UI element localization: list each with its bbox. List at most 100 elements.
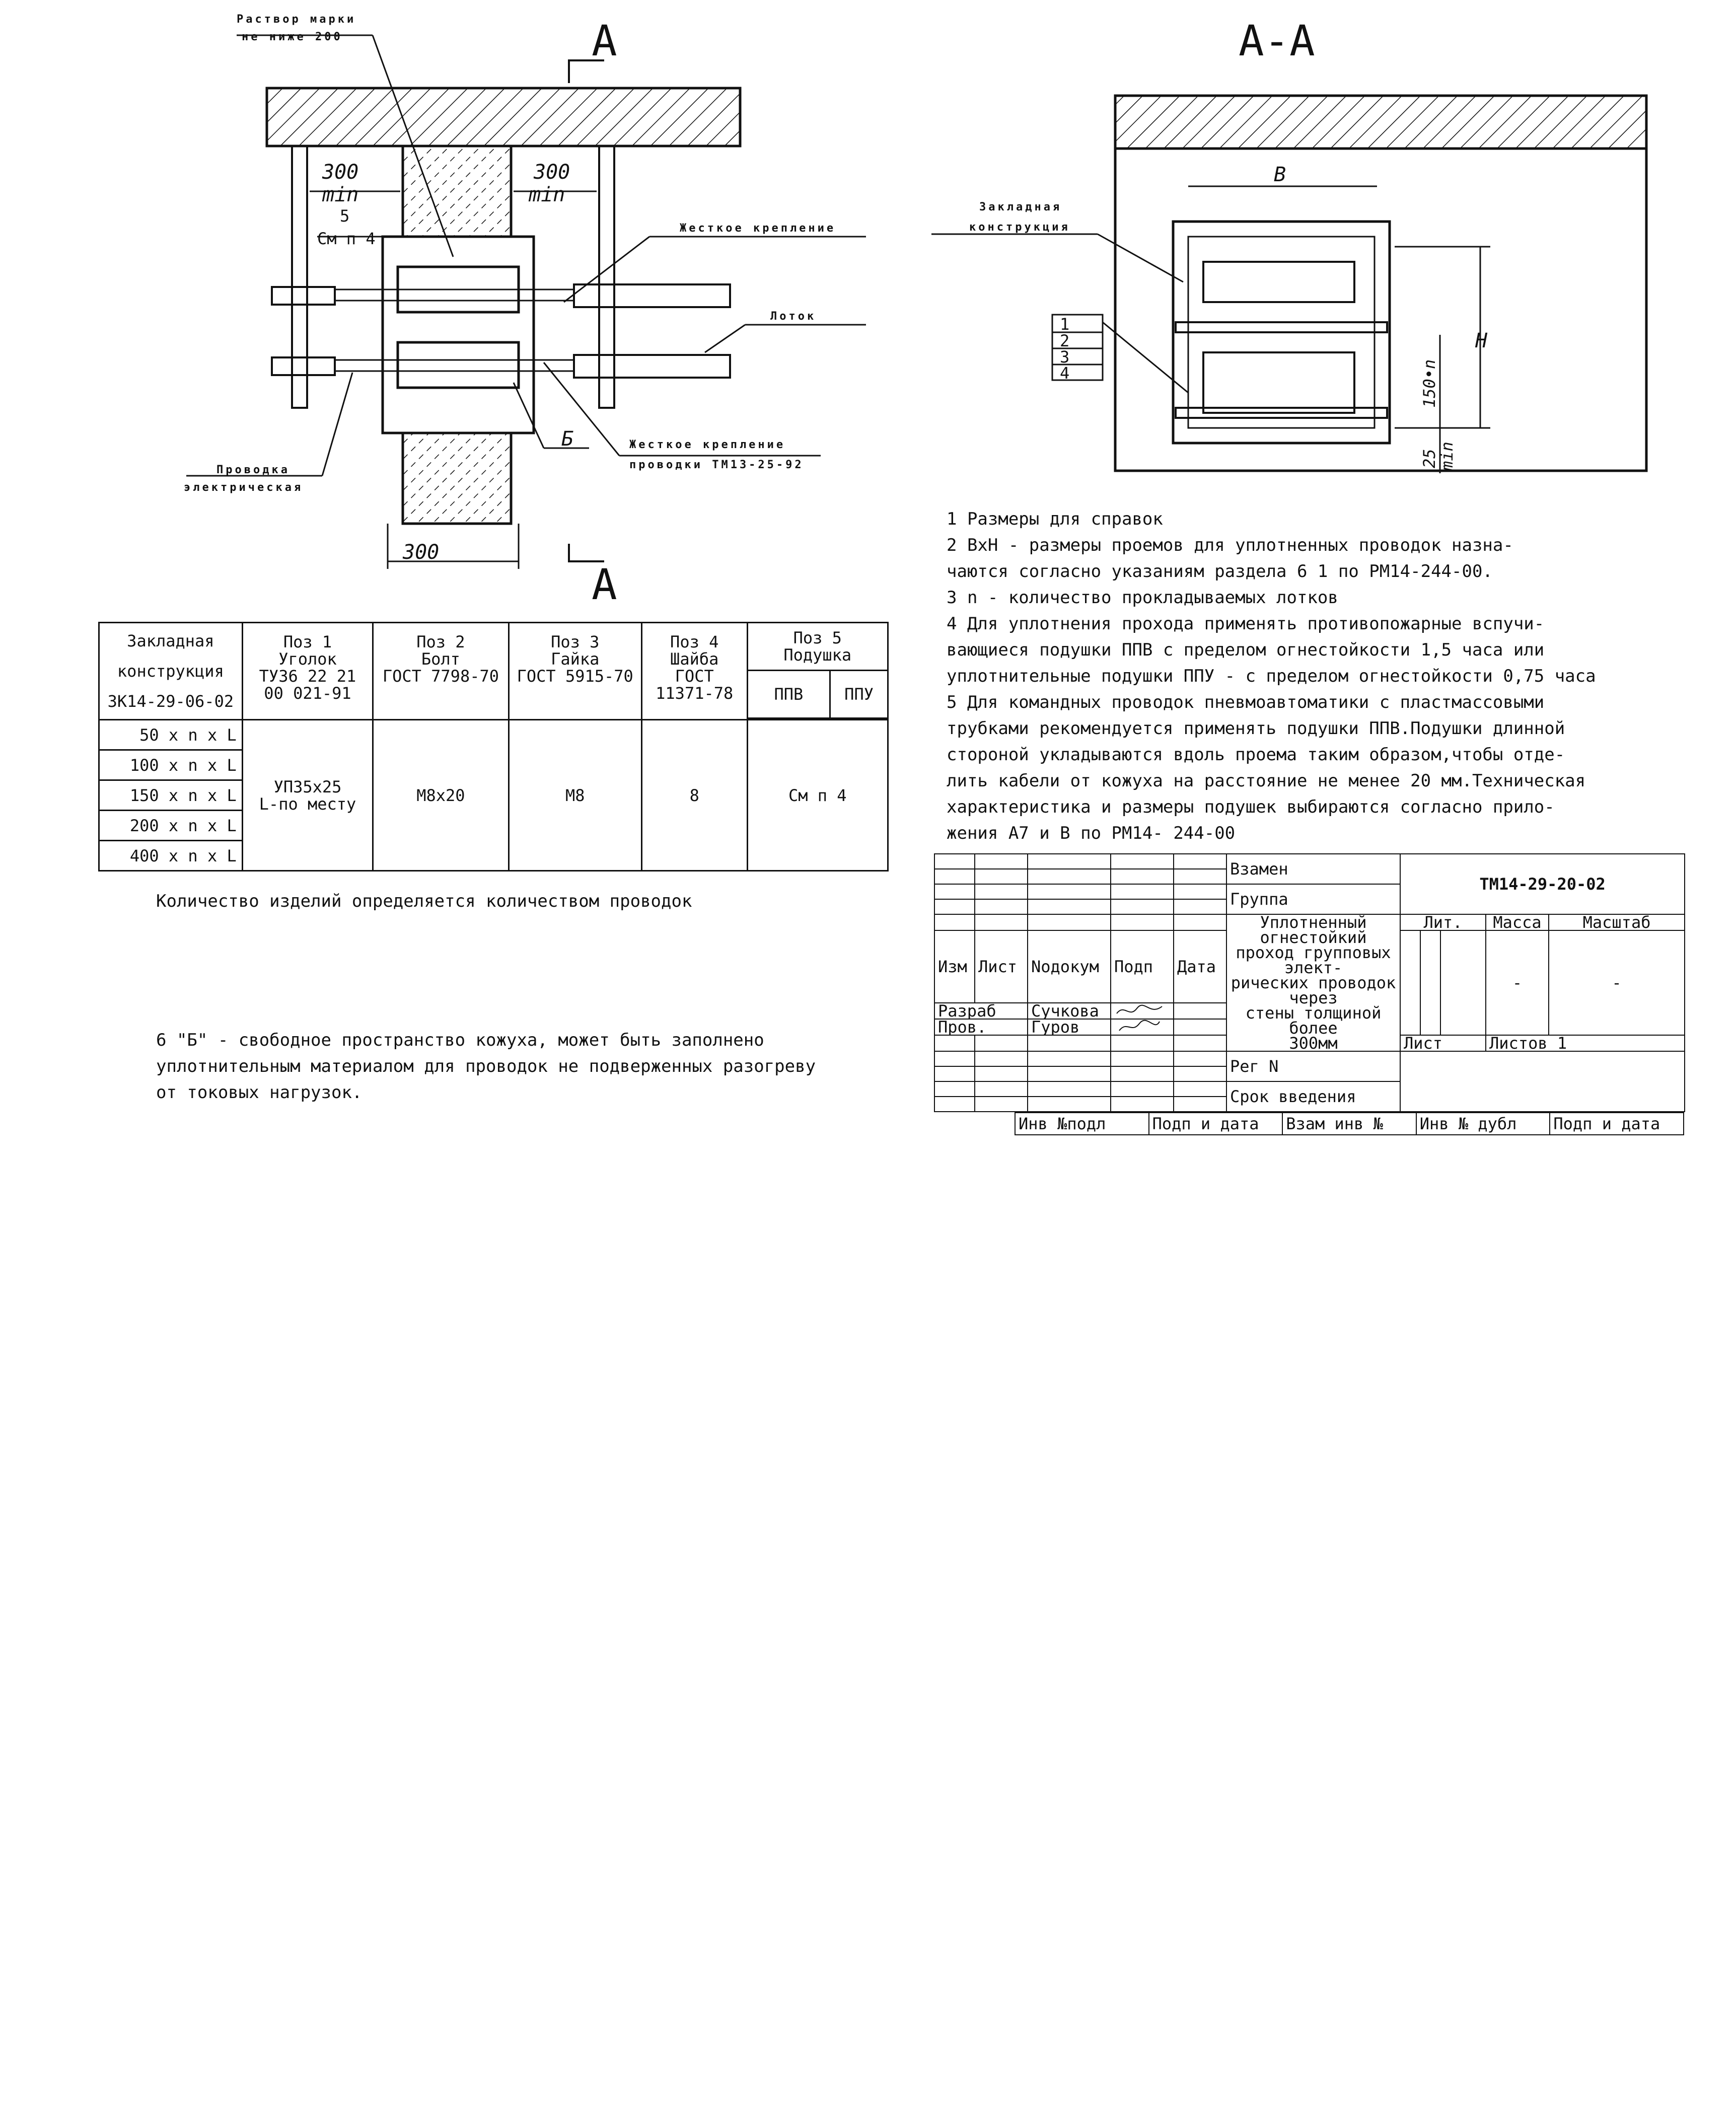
developer-name: Сучкова [1027, 1002, 1111, 1020]
dim-25: 25 [1420, 449, 1439, 468]
scale-value: - [1548, 930, 1686, 1036]
sheet-label: Лист [1400, 1035, 1486, 1052]
dim-bottom: 300 [402, 541, 439, 564]
mass-header: Масса [1485, 914, 1549, 931]
pos-4: 4 [1060, 364, 1069, 383]
dim-left-min: min [322, 183, 358, 206]
notes-block: 1 Размеры для справок 2 ВхН - размеры пр… [947, 506, 1722, 846]
val-pos4: 8 [640, 719, 748, 871]
quantity-note: Количество изделий определяется количест… [156, 891, 692, 911]
opening [1172, 220, 1391, 445]
reg-number: Рег N [1226, 1051, 1401, 1082]
tray-lower [334, 359, 575, 372]
col6-sub-ppu: ППУ [829, 670, 889, 719]
ref-5-number: 5 [340, 206, 349, 226]
note-4: 4 Для уплотнения прохода применять проти… [947, 614, 1596, 686]
head-date: Дата [1173, 930, 1227, 1003]
label-wiring-1: Проводка [216, 464, 290, 476]
ceiling-slab [265, 87, 742, 148]
section-mark-top: А [592, 16, 617, 65]
row-size: 50 x n x L [98, 719, 243, 751]
note-2: 2 ВхН - размеры проемов для уплотненных … [947, 535, 1513, 582]
replaces: Взамен [1226, 853, 1401, 884]
dim-right-min: min [528, 183, 565, 206]
scale-header: Масштаб [1548, 914, 1686, 931]
ref-b: Б [561, 427, 573, 451]
ref-5-note: См п 4 [317, 229, 376, 248]
inv-duplicate: Инв № дубл [1415, 1112, 1551, 1135]
sign-date-1: Подп и дата [1148, 1112, 1283, 1135]
title-block: Взамен ТМ14-29-20-02 Группа Уплотненный … [934, 853, 1686, 2107]
hanger-left [291, 145, 308, 409]
wall-aa [1114, 147, 1648, 472]
section-mark-bottom: А [592, 560, 617, 609]
head-podp: Подп [1110, 930, 1174, 1003]
label-tray: Лоток [770, 310, 816, 323]
checker-signature [1110, 1019, 1174, 1036]
checker-name: Гуров [1027, 1019, 1111, 1036]
cable-bundle-upper [1202, 261, 1355, 303]
row-size: 200 x n x L [98, 810, 243, 841]
head-ndoc: Nодокум [1027, 930, 1111, 1003]
lit-header: Лит. [1400, 914, 1486, 931]
col6-sub-ppv: ППВ [746, 670, 831, 719]
dim-h: H [1475, 329, 1488, 352]
note-6: 6 "Б" - свободное пространство кожуха, м… [156, 1030, 816, 1103]
sleeve-housing [381, 235, 535, 434]
hanger-right [598, 145, 615, 409]
wall-upper [401, 144, 513, 238]
section-aa-drawing: А-А Закладная конструкция B H 150•n 25 m… [931, 16, 1648, 473]
developed-label: Разраб [934, 1002, 1028, 1020]
note-3: 3 n - количество прокладываемых лотков [947, 588, 1338, 608]
tray-upper [334, 288, 575, 302]
dim-right-value: 300 [533, 161, 570, 184]
checked-label: Пров. [934, 1019, 1028, 1036]
tray-upper-aa [1175, 321, 1388, 333]
pos-1: 1 [1060, 315, 1069, 334]
cushion-lower [396, 341, 520, 389]
inv-original: Инв №подл [1015, 1112, 1149, 1135]
label-embedded-2: конструкция [969, 221, 1070, 234]
pos-3: 3 [1060, 347, 1069, 367]
label-rigid-bottom-2: проводки ТМ13-25-92 [629, 459, 804, 471]
note-1: 1 Размеры для справок [947, 509, 1163, 529]
section-title: А-А [1239, 16, 1315, 65]
label-wiring-2: электрическая [184, 481, 303, 494]
cable-bundle-lower [1202, 351, 1355, 414]
dim-left-value: 300 [322, 161, 358, 184]
tray-lower-aa [1175, 407, 1388, 419]
slab-aa [1114, 94, 1648, 150]
label-rigid-bottom-1: Жесткое крепление [629, 439, 785, 451]
label-rigid-top: Жесткое крепление [680, 222, 836, 235]
doc-number: ТМ14-29-20-02 [1399, 853, 1686, 915]
label-mortar-2: не ниже 200 [242, 31, 343, 43]
row-size: 150 x n x L [98, 779, 243, 811]
head-list: Лист [974, 930, 1028, 1003]
row-size: 100 x n x L [98, 749, 243, 781]
wall-lower [401, 431, 513, 525]
val-pos5: См п 4 [746, 719, 889, 871]
val-pos2: M8x20 [372, 719, 510, 871]
dim-150n: 150•n [1420, 359, 1439, 408]
intro-date: Срок введения [1226, 1081, 1401, 1112]
val-pos3: M8 [508, 719, 642, 871]
sheets-total: Листов 1 [1485, 1035, 1686, 1052]
developer-signature [1110, 1002, 1174, 1020]
head-izm: Изм [934, 930, 975, 1003]
note-5: 5 Для командных проводок пневмоавтоматик… [947, 692, 1586, 843]
dim-b: B [1274, 163, 1286, 186]
row-size: 400 x n x L [98, 840, 243, 871]
sign-date-2: Подп и дата [1549, 1112, 1684, 1135]
replaces-inv: Взам инв № [1282, 1112, 1417, 1135]
group: Группа [1226, 884, 1401, 915]
dim-25-min: min [1437, 442, 1457, 471]
